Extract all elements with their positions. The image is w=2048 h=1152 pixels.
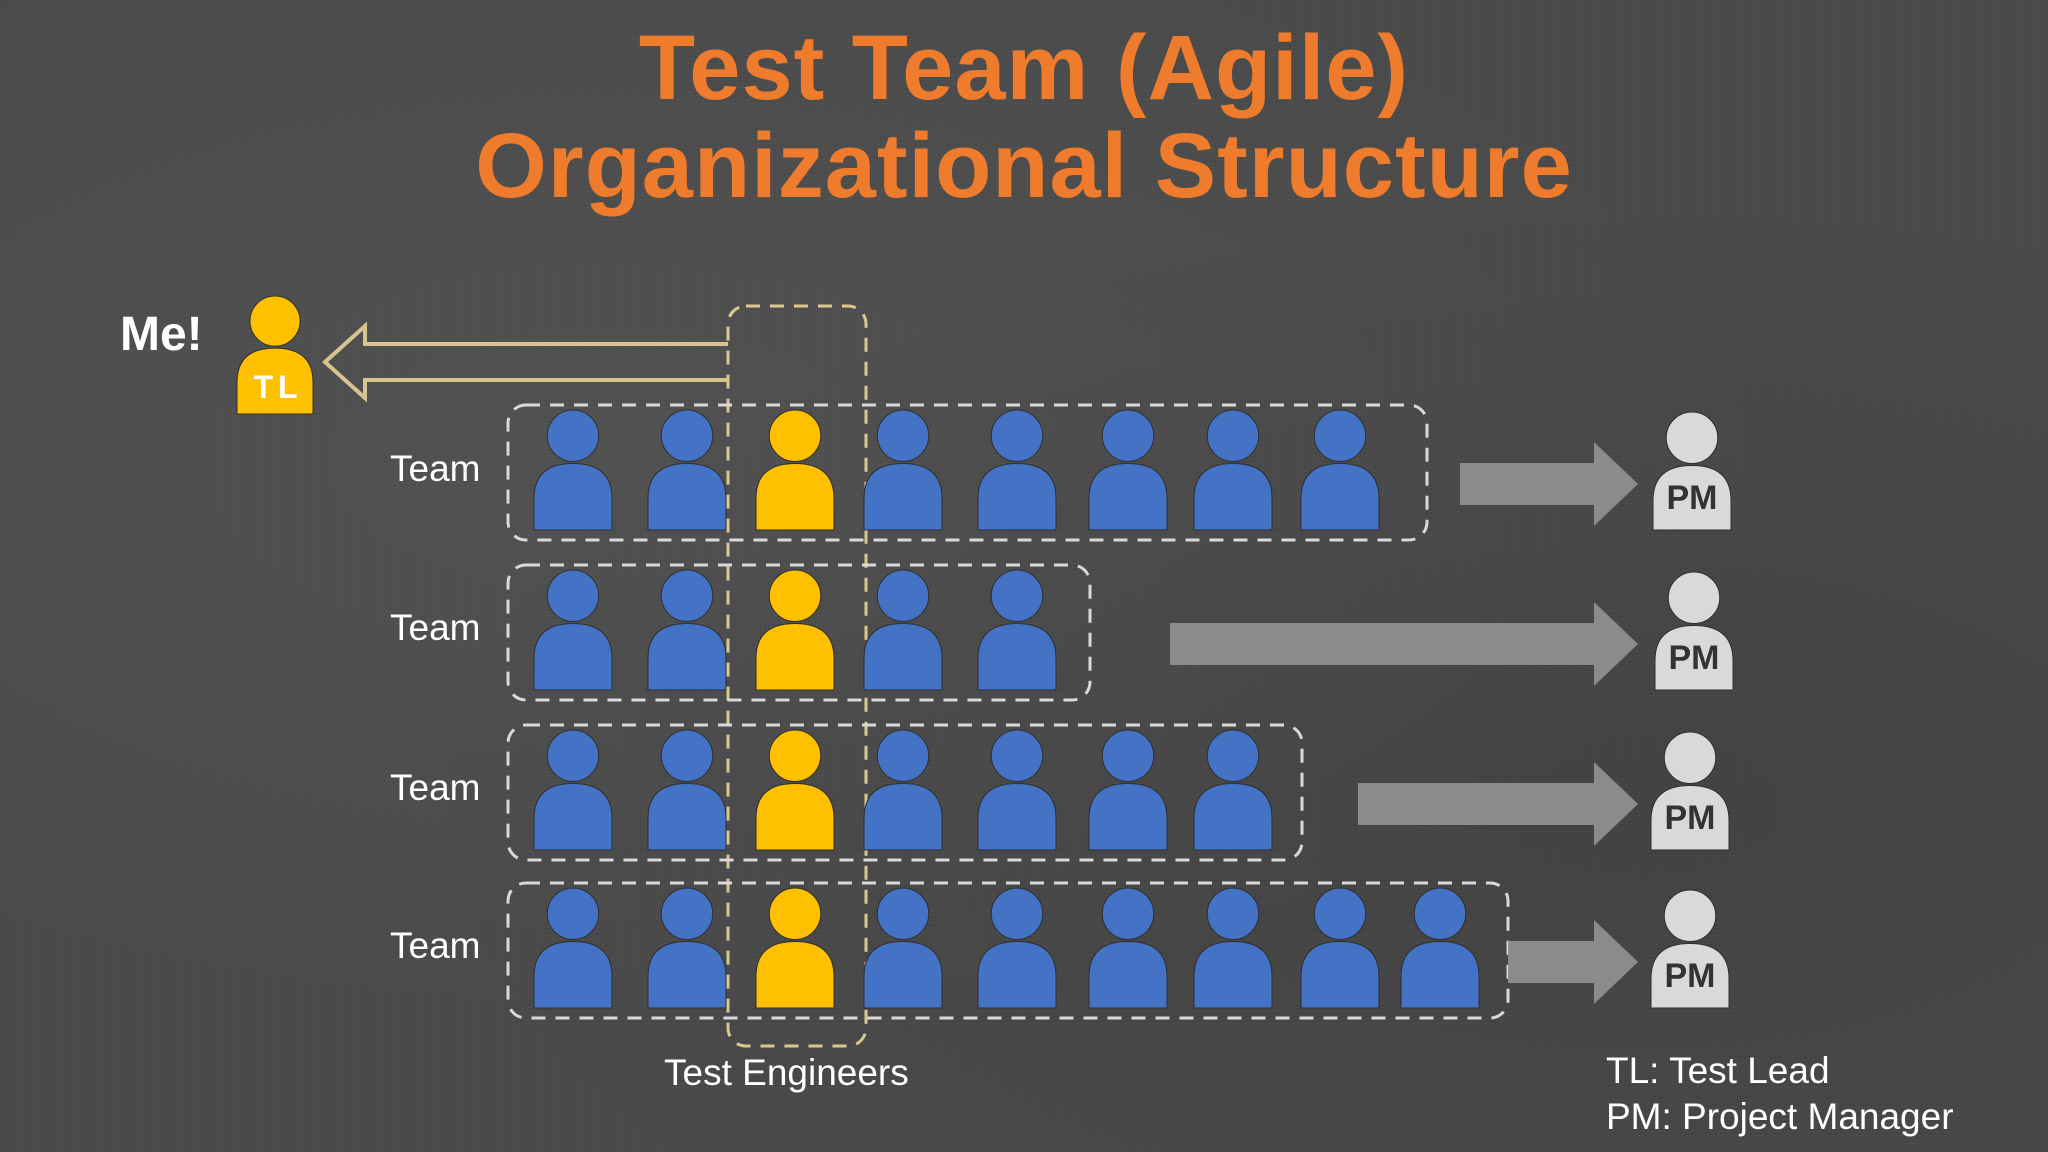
team-member-person-icon	[533, 569, 613, 691]
pm-person-icon	[1650, 889, 1730, 1009]
test-engineers-caption: Test Engineers	[664, 1052, 909, 1093]
legend-tl: TL: Test Lead	[1606, 1050, 1830, 1091]
arrow-right-icon	[1170, 602, 1638, 686]
arrow-right-icon	[1508, 920, 1638, 1004]
team-member-person-icon	[863, 569, 943, 691]
pm-badge: PM	[1669, 639, 1720, 677]
team-member-person-icon	[977, 887, 1057, 1009]
me-label: Me!	[120, 308, 203, 361]
team-member-person-icon	[1193, 409, 1273, 531]
team-member-person-icon	[647, 569, 727, 691]
title-line-1: Test Team (Agile)	[638, 17, 1410, 119]
test-engineer-person-icon	[755, 409, 835, 531]
team-box-1	[506, 403, 1429, 542]
pm-person-icon	[1652, 411, 1732, 531]
team-member-person-icon	[1193, 729, 1273, 851]
team-member-person-icon	[863, 409, 943, 531]
team-member-person-icon	[647, 409, 727, 531]
team-member-person-icon	[977, 409, 1057, 531]
team-label-3: Team	[390, 767, 481, 808]
team-member-person-icon	[533, 729, 613, 851]
team-member-person-icon	[1193, 887, 1273, 1009]
team-member-person-icon	[1088, 887, 1168, 1009]
team-member-person-icon	[1300, 409, 1380, 531]
arrow-right-icon	[1358, 762, 1638, 846]
team-member-person-icon	[533, 887, 613, 1009]
team-member-person-icon	[647, 887, 727, 1009]
tl-badge: TL	[253, 369, 302, 405]
team-box-2	[506, 563, 1092, 702]
team-member-person-icon	[647, 729, 727, 851]
test-engineer-person-icon	[755, 887, 835, 1009]
team-label-4: Team	[390, 925, 481, 966]
test-engineer-person-icon	[755, 569, 835, 691]
team-member-person-icon	[533, 409, 613, 531]
arrow-left-icon	[322, 321, 728, 403]
pm-badge: PM	[1667, 479, 1718, 517]
team-member-person-icon	[1088, 409, 1168, 531]
pm-badge: PM	[1665, 957, 1716, 995]
pm-person-icon	[1654, 571, 1734, 691]
arrow-right-icon	[1460, 442, 1638, 526]
test-lead-person-icon	[236, 295, 314, 415]
team-label-1: Team	[390, 448, 481, 489]
team-member-person-icon	[977, 569, 1057, 691]
team-member-person-icon	[1400, 887, 1480, 1009]
team-member-person-icon	[863, 887, 943, 1009]
team-member-person-icon	[1088, 729, 1168, 851]
title-line-2: Organizational Structure	[475, 115, 1573, 217]
pm-badge: PM	[1665, 799, 1716, 837]
team-member-person-icon	[863, 729, 943, 851]
team-label-2: Team	[390, 607, 481, 648]
team-member-person-icon	[1300, 887, 1380, 1009]
team-member-person-icon	[977, 729, 1057, 851]
pm-person-icon	[1650, 731, 1730, 851]
legend-pm: PM: Project Manager	[1606, 1096, 1954, 1137]
test-engineer-person-icon	[755, 729, 835, 851]
